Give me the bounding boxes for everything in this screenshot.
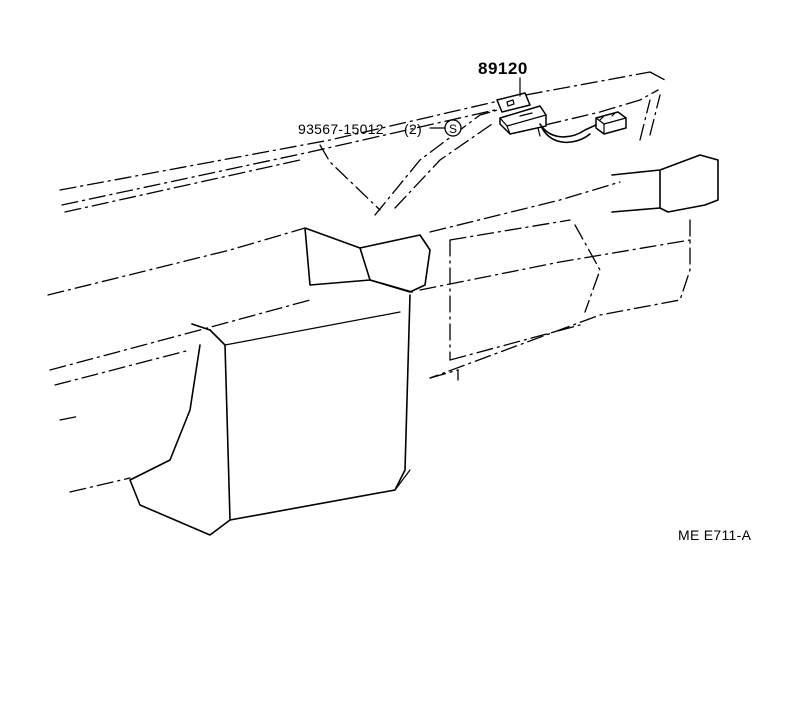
console-outline: [374, 89, 661, 216]
screw-quantity: (2): [404, 121, 422, 137]
screw-symbol-icon: S: [444, 119, 462, 137]
screw-symbol-letter: S: [449, 122, 457, 136]
figure-code: ME E711-A: [678, 527, 752, 543]
left-duct: [47, 227, 431, 296]
right-duct: [429, 154, 719, 233]
lower-panel: [49, 219, 691, 493]
screw-part-number: 93567-15012: [298, 121, 384, 137]
part-number-89120: 89120: [478, 59, 528, 78]
part-89120-assembly: [496, 92, 627, 144]
dashboard-top-surface: [59, 71, 666, 213]
knee-panel: [129, 294, 411, 536]
